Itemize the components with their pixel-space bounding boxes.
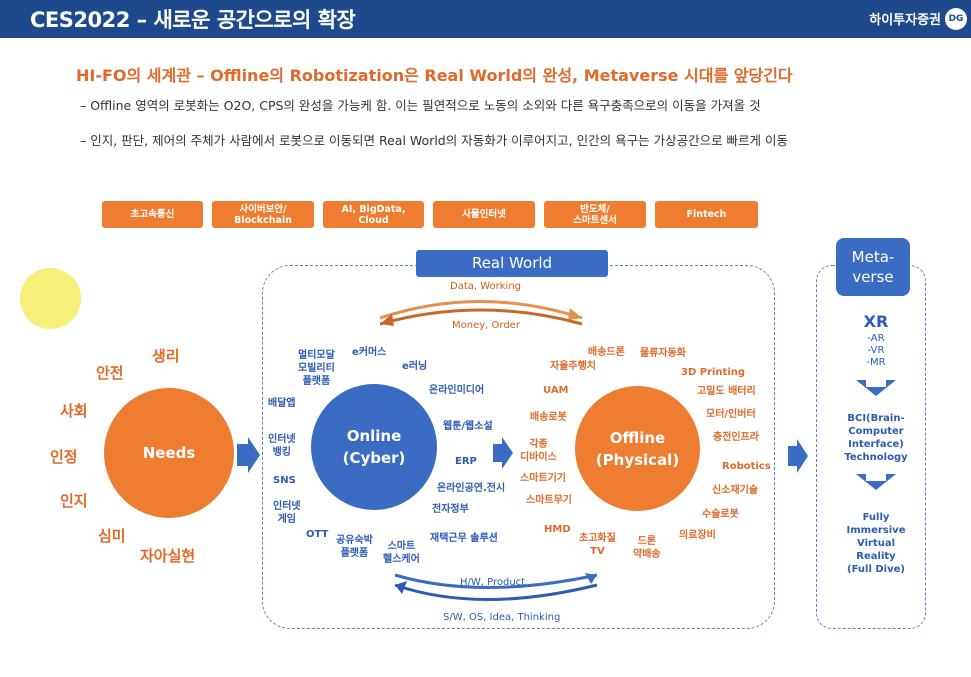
online-item: 스마트 헬스케어 — [383, 541, 420, 565]
need-item: 자아실현 — [140, 547, 196, 565]
flow-data-working: Data, Working — [450, 281, 522, 292]
online-item: 온라인공연.전시 — [437, 483, 506, 494]
flow-hw-product: H/W, Product — [460, 577, 526, 588]
brand-logo-icon: DG — [945, 8, 967, 30]
need-item: 인지 — [60, 492, 88, 510]
offline-item: 3D Printing — [681, 367, 746, 378]
offline-item: 각종 디바이스 — [520, 439, 557, 463]
offline-item: 고밀도 배터리 — [697, 386, 756, 397]
title-bar: CES2022 – 새로운 공간으로의 확장 하이투자증권 DG — [0, 0, 971, 38]
tech-box-ai: AI, BigData, Cloud — [323, 201, 424, 228]
tech-box-security: 사이버보안/ Blockchain — [212, 201, 314, 228]
flow-sw: S/W, OS, Idea, Thinking — [443, 612, 561, 623]
offline-item: 충전인프라 — [713, 432, 759, 443]
online-circle: Online (Cyber) — [311, 384, 437, 510]
online-item: 공유숙박 플랫폼 — [336, 535, 373, 559]
offline-item: 수술로봇 — [702, 509, 739, 520]
online-item: 인터넷 게임 — [273, 501, 301, 525]
need-item: 인정 — [50, 448, 78, 466]
online-item: SNS — [273, 475, 296, 486]
offline-item: UAM — [543, 385, 569, 396]
online-item: e러닝 — [402, 361, 428, 372]
offline-item: 물류자동화 — [640, 348, 686, 359]
offline-item: 스마트무기 — [526, 495, 572, 506]
online-item: OTT — [306, 529, 329, 540]
flow-money-order: Money, Order — [452, 320, 520, 331]
online-item: 멀티모달 모빌리티 플랫폼 — [298, 350, 335, 387]
tech-box-iot: 사물인터넷 — [433, 201, 535, 228]
online-item: 온라인미디어 — [429, 385, 485, 396]
slide-title: CES2022 – 새로운 공간으로의 확장 — [30, 8, 356, 32]
online-item: 인터넷 뱅킹 — [268, 434, 296, 458]
offline-item: 모터/인버터 — [706, 409, 756, 420]
offline-item: HMD — [544, 524, 571, 535]
tech-box-telecom: 초고속통신 — [102, 201, 203, 228]
offline-item: 배송드론 — [588, 347, 625, 358]
metaverse-label: Meta- verse — [836, 238, 910, 296]
offline-item: 드론 약배송 — [633, 536, 661, 560]
bullet-2: – 인지, 판단, 제어의 주체가 사람에서 로봇으로 이동되면 Real Wo… — [80, 133, 789, 148]
tech-box-fintech: Fintech — [655, 201, 758, 228]
online-item: ERP — [455, 456, 477, 467]
offline-circle: Offline (Physical) — [575, 386, 700, 511]
offline-item: 신소재기술 — [712, 485, 758, 496]
online-item: 웹툰/웹소설 — [443, 421, 493, 432]
tech-box-semiconductor: 반도체/ 스마트센서 — [544, 201, 646, 228]
offline-item: 스마트기기 — [520, 473, 566, 484]
need-item: 생리 — [152, 347, 180, 365]
bci-text: BCI(Brain- Computer Interface) Technolog… — [844, 413, 908, 463]
real-world-label: Real World — [416, 250, 608, 277]
need-item: 심미 — [98, 527, 126, 545]
online-item: 배달앱 — [268, 398, 296, 409]
brand-name: 하이투자증권 — [869, 13, 941, 28]
need-item: 사회 — [60, 402, 88, 420]
online-item: 재택근무 솔루션 — [430, 533, 498, 544]
online-item: e커머스 — [352, 347, 387, 358]
offline-item: 초고화질 TV — [579, 533, 616, 557]
slide-heading: HI-FO의 세계관 – Offline의 Robotization은 Real… — [76, 66, 793, 85]
cursor-highlight — [20, 268, 81, 329]
offline-item: 자율주행치 — [550, 361, 596, 372]
offline-item: Robotics — [722, 461, 771, 472]
xr-subitems: -AR -VR -MR — [866, 333, 886, 368]
xr-title: XR — [863, 312, 889, 331]
need-item: 안전 — [96, 364, 124, 382]
bullet-1: – Offline 영역의 로봇화는 O2O, CPS의 완성을 가능케 함. … — [80, 98, 761, 113]
full-dive-text: Fully Immersive Virtual Reality (Full Di… — [846, 512, 906, 575]
offline-item: 배송로봇 — [530, 412, 567, 423]
online-item: 전자정부 — [432, 504, 469, 515]
offline-item: 의료장비 — [679, 530, 716, 541]
needs-circle: Needs — [104, 388, 234, 518]
